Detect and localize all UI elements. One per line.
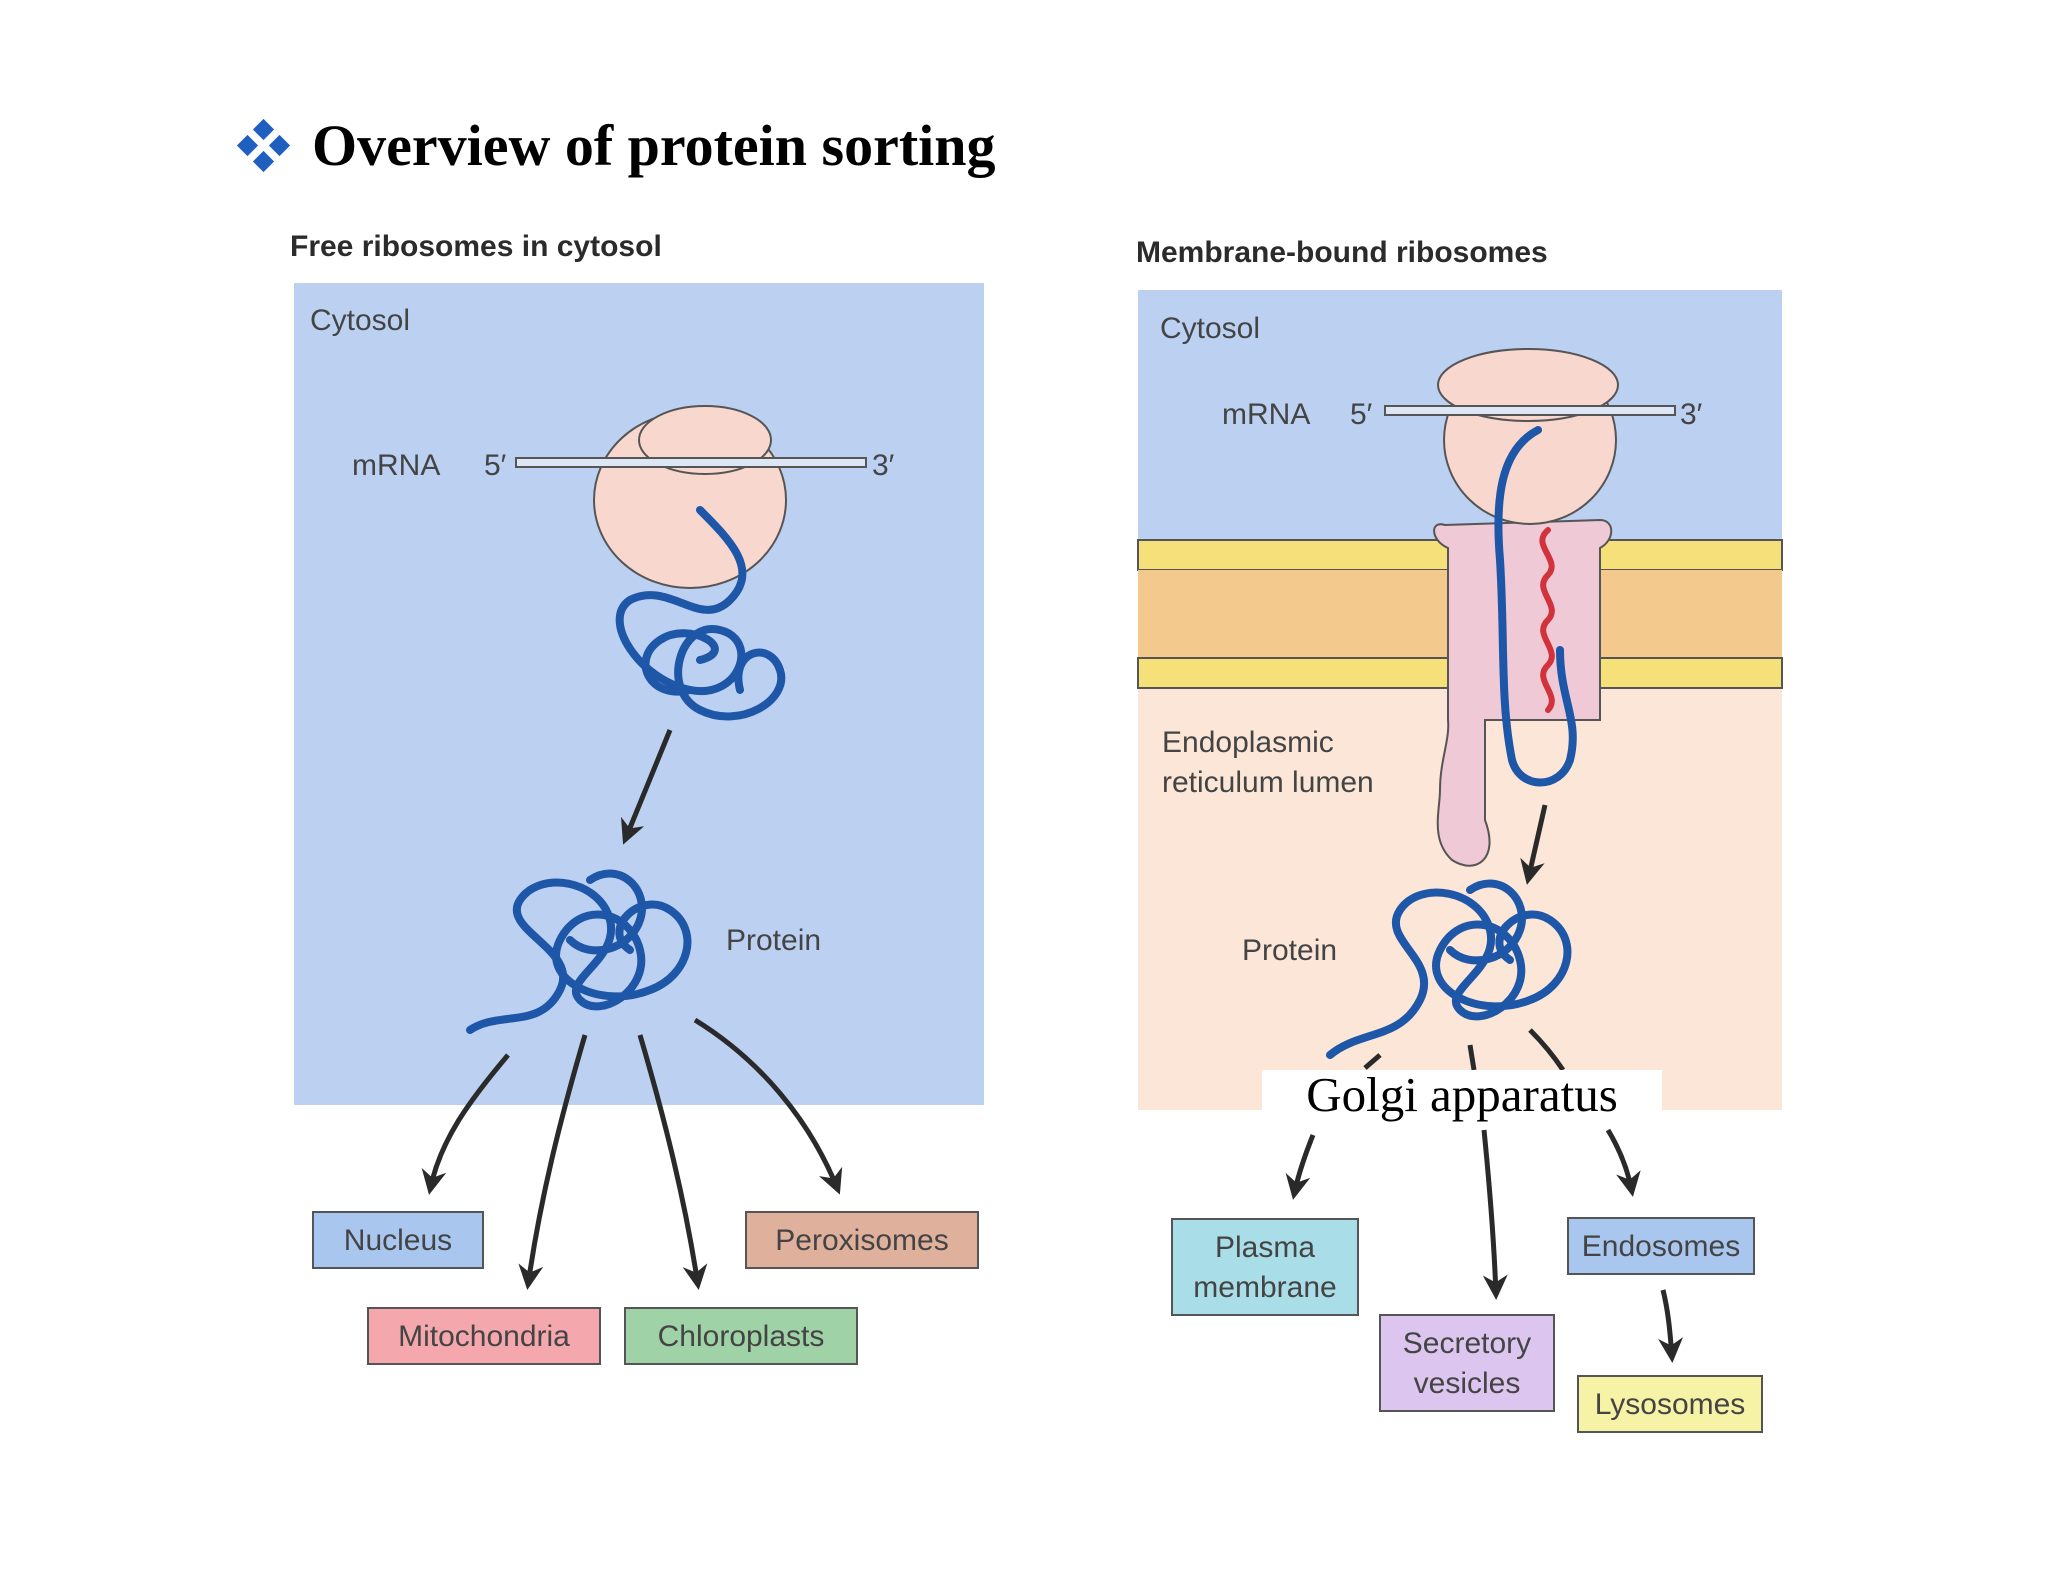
right-mrna-label: mRNA [1222, 398, 1310, 431]
svg-text:Lysosomes: Lysosomes [1595, 1388, 1746, 1421]
slide-title: Overview of protein sorting [236, 112, 996, 179]
destination-nucleus: Nucleus [312, 1211, 484, 1269]
left-mrna-strand [515, 457, 867, 468]
left-nascent-protein [615, 506, 786, 721]
arrow-to-nucleus [421, 1053, 510, 1195]
right-protein-label: Protein [1242, 934, 1337, 967]
destination-chloroplasts: Chloroplasts [624, 1307, 858, 1365]
left-mrna-label: mRNA [352, 449, 440, 482]
destination-mitochondria: Mitochondria [367, 1307, 601, 1365]
arrow-to-secretory-vesicles [1481, 1129, 1508, 1300]
left-protein-label: Protein [726, 924, 821, 957]
svg-text:Peroxisomes: Peroxisomes [775, 1224, 948, 1257]
destination-secretory-vesicles: Secretory vesicles [1379, 1314, 1555, 1412]
svg-text:Nucleus: Nucleus [344, 1224, 452, 1257]
svg-text:Chloroplasts: Chloroplasts [658, 1320, 825, 1353]
left-five-prime: 5′ [484, 449, 507, 482]
lumen-label-line1: Endoplasmic [1162, 726, 1334, 759]
svg-text:vesicles: vesicles [1414, 1367, 1521, 1400]
svg-text:membrane: membrane [1193, 1271, 1336, 1304]
right-nascent-chain [1494, 426, 1577, 787]
svg-text:Endosomes: Endosomes [1582, 1230, 1740, 1263]
signal-sequence [1539, 527, 1555, 713]
destination-endosomes: Endosomes [1567, 1217, 1755, 1275]
arrow-to-mitochondria [518, 1034, 588, 1290]
arrow-to-endosomes [1605, 1128, 1641, 1197]
right-cytosol-label: Cytosol [1160, 312, 1260, 345]
right-mrna-strand [1384, 405, 1676, 416]
left-sorting-arrows [421, 1017, 843, 1290]
left-three-prime: 3′ [872, 449, 895, 482]
left-folded-protein [466, 869, 692, 1034]
arrow-to-chloroplasts [637, 1034, 708, 1290]
svg-text:Secretory: Secretory [1403, 1327, 1531, 1360]
destination-plasma-membrane: Plasma membrane [1171, 1218, 1359, 1316]
arrow-to-lysosomes [1658, 1289, 1684, 1363]
lumen-label-line2: reticulum lumen [1162, 766, 1374, 799]
svg-text:Plasma: Plasma [1215, 1231, 1315, 1264]
right-sorting-arrows [1285, 1028, 1684, 1363]
golgi-apparatus-label: Golgi apparatus [1262, 1070, 1662, 1120]
svg-text:Mitochondria: Mitochondria [398, 1320, 570, 1353]
right-folding-arrow [1520, 804, 1548, 885]
left-cytosol-label: Cytosol [310, 304, 410, 337]
page-title: Overview of protein sorting [312, 113, 996, 178]
destination-lysosomes: Lysosomes [1577, 1375, 1763, 1433]
right-five-prime: 5′ [1350, 398, 1373, 431]
right-panel-heading: Membrane-bound ribosomes [1136, 236, 1548, 269]
right-folded-protein [1326, 879, 1572, 1059]
translocon-channel [1433, 518, 1613, 867]
arrow-to-plasma-membrane [1285, 1134, 1316, 1200]
left-folding-arrow [621, 729, 673, 845]
right-three-prime: 3′ [1680, 398, 1703, 431]
left-panel-heading: Free ribosomes in cytosol [290, 230, 662, 263]
destination-peroxisomes: Peroxisomes [745, 1211, 979, 1269]
arrow-to-peroxisomes [693, 1017, 843, 1195]
